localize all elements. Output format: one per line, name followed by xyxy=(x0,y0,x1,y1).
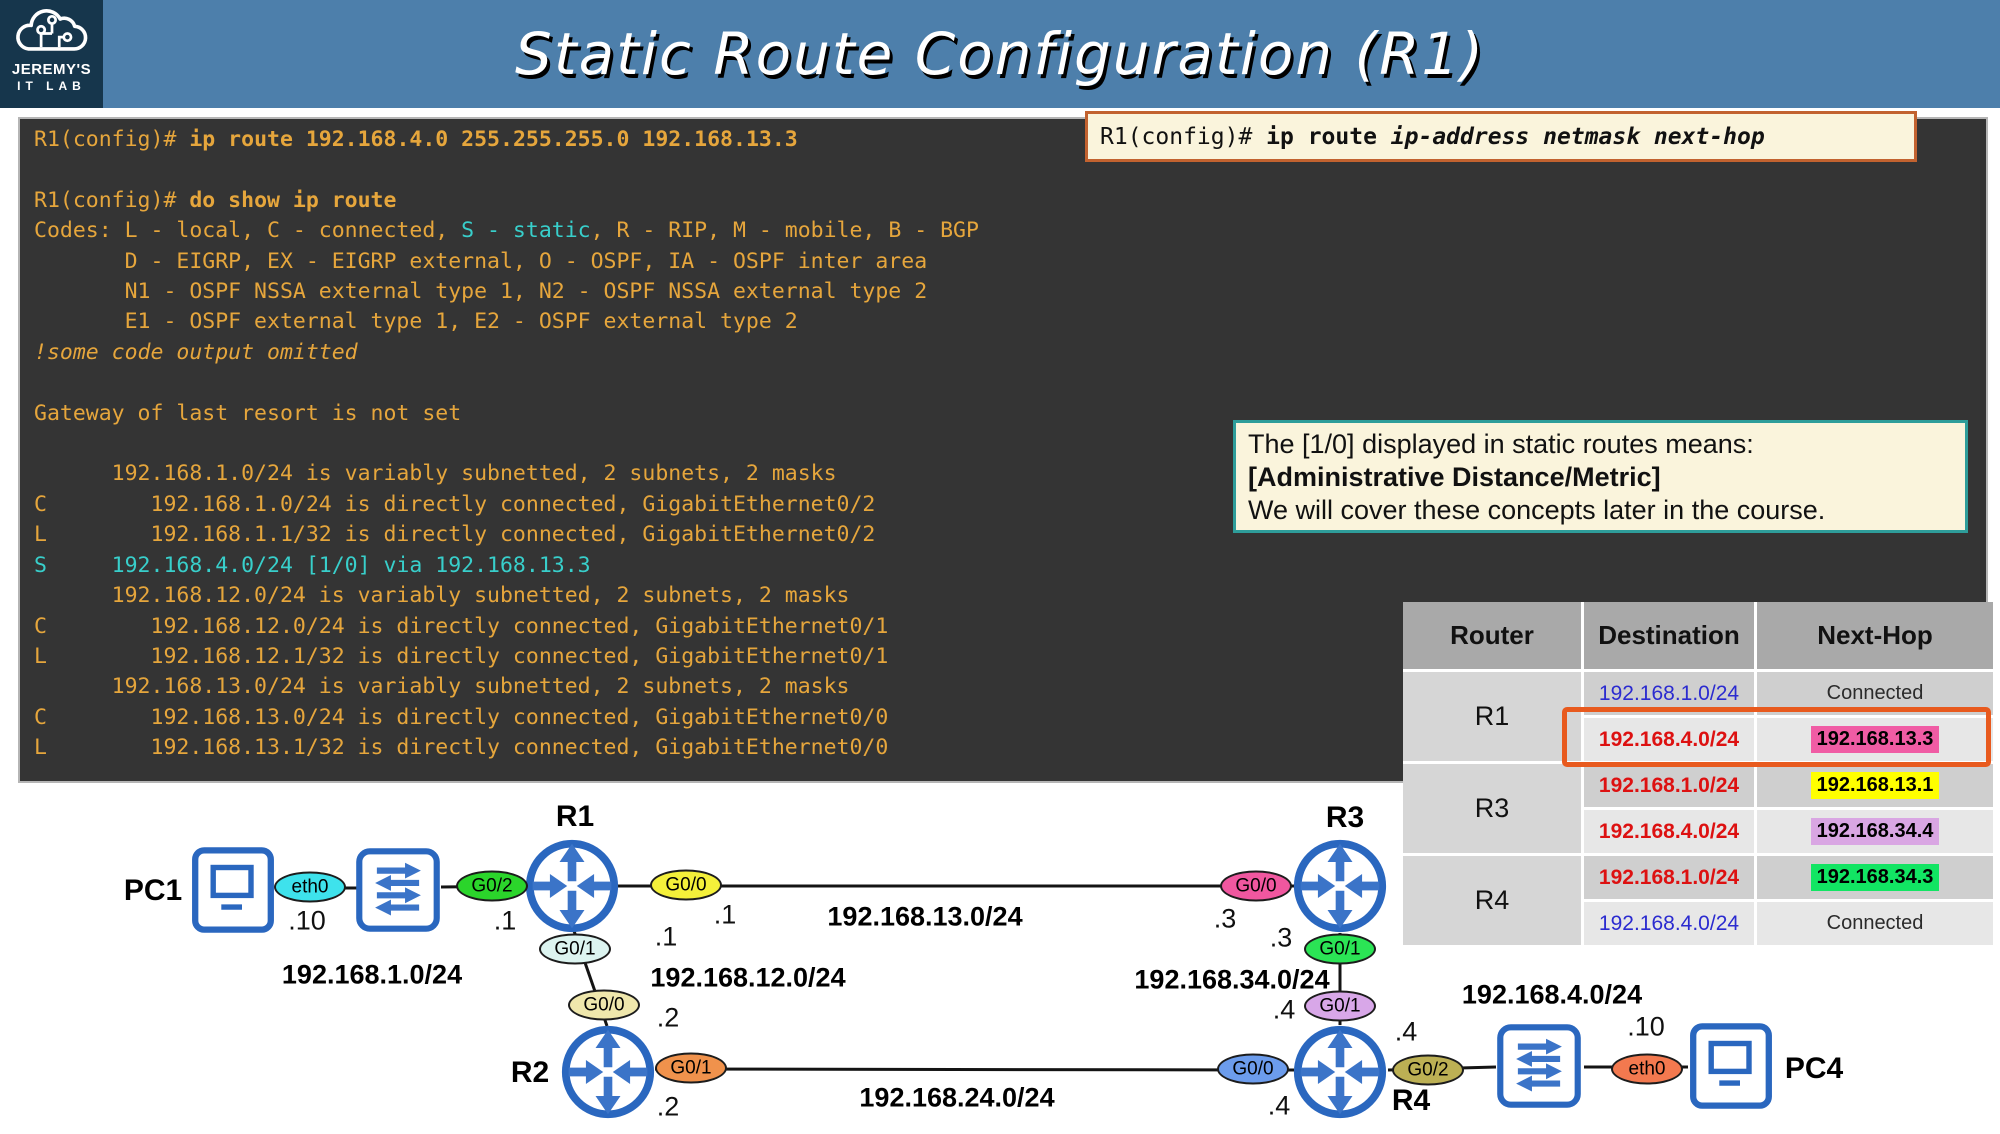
address-label: .1 xyxy=(713,899,737,930)
terminal-line: L 192.168.12.1/32 is directly connected,… xyxy=(34,643,889,669)
syntax-command: ip route xyxy=(1266,123,1391,150)
logo-text-line1: JEREMY'S xyxy=(11,61,92,78)
subnet-label: 192.168.24.0/24 xyxy=(859,1082,1055,1113)
router-icon xyxy=(1292,838,1388,934)
router-icon xyxy=(560,1024,656,1120)
interface-badge: G0/2 xyxy=(1392,1054,1464,1086)
interface-badge: G0/0 xyxy=(650,869,722,901)
subnet-label: 192.168.1.0/24 xyxy=(281,959,463,990)
address-label: .2 xyxy=(656,1002,680,1033)
terminal-line: R1(config)# do show ip route xyxy=(34,187,397,213)
next-hop-cell: Connected xyxy=(1757,902,1993,945)
switch-icon xyxy=(354,846,442,934)
next-hop-cell: 192.168.13.1 xyxy=(1757,764,1993,807)
destination-cell: 192.168.4.0/24 xyxy=(1584,718,1754,761)
terminal-line: L 192.168.1.1/32 is directly connected, … xyxy=(34,522,876,548)
cloud-circuit-icon xyxy=(5,0,99,63)
table-header-cell: Destination xyxy=(1584,602,1754,669)
next-hop-cell: 192.168.13.3 xyxy=(1757,718,1993,761)
address-label: .10 xyxy=(1627,1011,1665,1042)
terminal-line: C 192.168.1.0/24 is directly connected, … xyxy=(34,491,876,517)
router-cell: R3 xyxy=(1403,764,1581,853)
interface-badge: G0/1 xyxy=(1304,933,1376,965)
admin-distance-note: The [1/0] displayed in static routes mea… xyxy=(1233,420,1968,533)
subnet-label: 192.168.34.0/24 xyxy=(1134,964,1330,995)
interface-badge: G0/2 xyxy=(456,870,528,902)
interface-badge: G0/0 xyxy=(1220,870,1292,902)
router-icon xyxy=(1292,1024,1388,1120)
interface-badge: eth0 xyxy=(274,871,346,903)
interface-badge: G0/1 xyxy=(1304,990,1376,1022)
next-hop-cell: 192.168.34.3 xyxy=(1757,856,1993,899)
interface-badge: G0/1 xyxy=(655,1052,727,1084)
address-label: .4 xyxy=(1272,994,1296,1025)
terminal-line: C 192.168.12.0/24 is directly connected,… xyxy=(34,613,889,639)
interface-badge: G0/0 xyxy=(1217,1053,1289,1085)
terminal-line: !some code output omitted xyxy=(34,339,358,365)
destination-cell: 192.168.1.0/24 xyxy=(1584,764,1754,807)
terminal-line: C 192.168.13.0/24 is directly connected,… xyxy=(34,704,889,730)
interface-badge: G0/0 xyxy=(568,989,640,1021)
interface-badge: G0/1 xyxy=(539,933,611,965)
device-label: R4 xyxy=(1391,1084,1431,1117)
address-label: .2 xyxy=(656,1091,680,1122)
interface-badge: eth0 xyxy=(1611,1053,1683,1085)
address-label: .4 xyxy=(1394,1016,1418,1047)
next-hop-cell: 192.168.34.4 xyxy=(1757,810,1993,853)
terminal-line: 192.168.12.0/24 is variably subnetted, 2… xyxy=(34,583,850,609)
terminal-line: Codes: L - local, C - connected, S - sta… xyxy=(34,218,979,244)
device-label: R3 xyxy=(1325,801,1365,834)
pc-icon xyxy=(1686,1020,1776,1112)
terminal-line: Gateway of last resort is not set xyxy=(34,400,462,426)
syntax-arguments: ip-address netmask next-hop xyxy=(1390,123,1765,150)
subnet-label: 192.168.4.0/24 xyxy=(1461,979,1643,1010)
switch-icon xyxy=(1495,1022,1583,1110)
terminal-line: R1(config)# ip route 192.168.4.0 255.255… xyxy=(34,127,798,152)
terminal-line: S 192.168.4.0/24 [1/0] via 192.168.13.3 xyxy=(34,552,591,578)
link-line xyxy=(654,1067,1295,1072)
note-line-1: The [1/0] displayed in static routes mea… xyxy=(1248,429,1754,459)
terminal-line: 192.168.1.0/24 is variably subnetted, 2 … xyxy=(34,461,837,487)
address-label: .3 xyxy=(1269,922,1293,953)
destination-cell: 192.168.4.0/24 xyxy=(1584,810,1754,853)
pc-icon xyxy=(188,844,278,936)
router-cell: R4 xyxy=(1403,856,1581,945)
router-icon xyxy=(524,838,620,934)
terminal-line: E1 - OSPF external type 1, E2 - OSPF ext… xyxy=(34,309,798,335)
destination-cell: 192.168.4.0/24 xyxy=(1584,902,1754,945)
terminal-line: L 192.168.13.1/32 is directly connected,… xyxy=(34,735,889,761)
note-line-3: We will cover these concepts later in th… xyxy=(1248,495,1826,525)
table-header-cell: Next-Hop xyxy=(1757,602,1993,669)
address-label: .1 xyxy=(654,921,678,952)
device-label: R1 xyxy=(555,800,595,833)
syntax-prompt: R1(config)# xyxy=(1100,123,1267,150)
jeremys-it-lab-logo: JEREMY'S IT LAB xyxy=(0,0,103,108)
address-label: .10 xyxy=(288,905,326,936)
device-label: PC4 xyxy=(1784,1052,1844,1085)
next-hop-cell: Connected xyxy=(1757,672,1993,715)
command-syntax-box: R1(config)# ip route ip-address netmask … xyxy=(1085,111,1917,162)
address-label: .3 xyxy=(1213,903,1237,934)
address-label: .1 xyxy=(493,905,517,936)
device-label: PC1 xyxy=(123,874,183,907)
terminal-line: 192.168.13.0/24 is variably subnetted, 2… xyxy=(34,674,850,700)
subnet-label: 192.168.13.0/24 xyxy=(827,901,1023,932)
address-label: .4 xyxy=(1267,1090,1291,1121)
table-header-cell: Router xyxy=(1403,602,1581,669)
header-bar xyxy=(0,0,2000,108)
subnet-label: 192.168.12.0/24 xyxy=(650,962,846,993)
destination-cell: 192.168.1.0/24 xyxy=(1584,672,1754,715)
logo-text-line2: IT LAB xyxy=(17,79,86,93)
device-label: R2 xyxy=(510,1056,550,1089)
router-cell: R1 xyxy=(1403,672,1581,761)
destination-cell: 192.168.1.0/24 xyxy=(1584,856,1754,899)
terminal-line: D - EIGRP, EX - EIGRP external, O - OSPF… xyxy=(34,248,928,274)
note-line-2: [Administrative Distance/Metric] xyxy=(1248,462,1661,492)
terminal-line: N1 - OSPF NSSA external type 1, N2 - OSP… xyxy=(34,279,928,305)
page-title: Static Route Configuration (R1) xyxy=(515,20,1485,88)
